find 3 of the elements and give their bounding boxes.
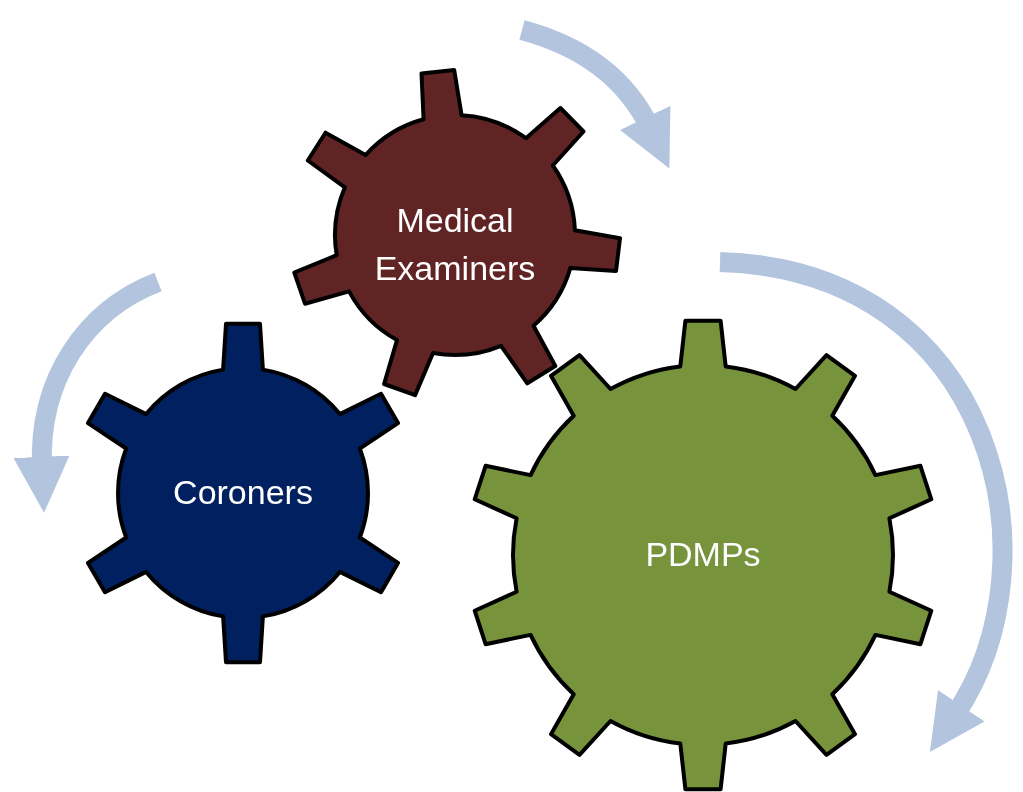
gear-label: Medical Examiners <box>373 200 537 289</box>
gear-label: Coroners <box>172 472 314 514</box>
gear-label: PDMPs <box>644 534 762 576</box>
